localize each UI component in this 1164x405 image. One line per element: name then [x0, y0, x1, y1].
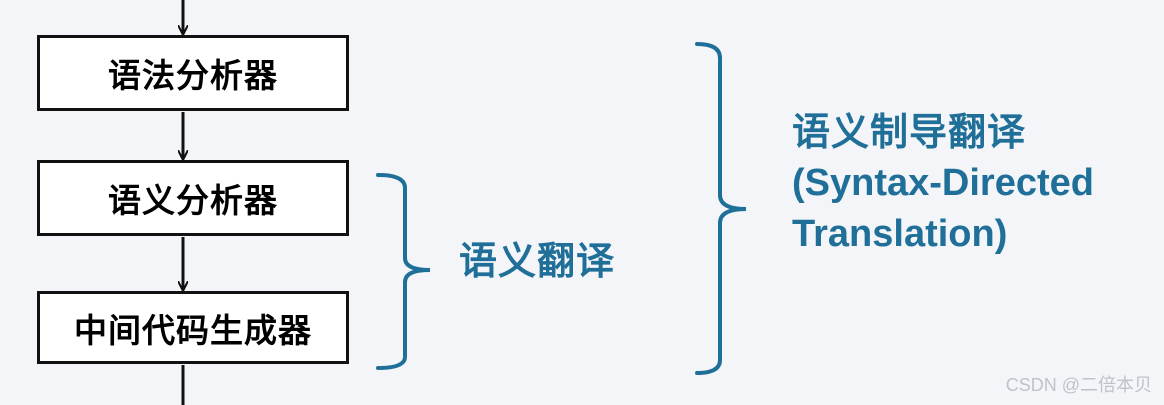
syntax-analyzer-label: 语法分析器 [108, 56, 278, 95]
syntax-directed-translation-label: 语义制导翻译 (Syntax-Directed Translation) [792, 107, 1152, 260]
brace-syntax-directed-translation [695, 42, 747, 375]
intermediate-code-generator-box: 中间代码生成器 [37, 291, 349, 364]
watermark: CSDN @二倍本贝 [1005, 375, 1152, 395]
sdt-title-en-line2: Translation) [792, 213, 1008, 255]
semantic-translation-label: 语义翻译 [459, 239, 616, 283]
intermediate-code-generator-label: 中间代码生成器 [74, 310, 312, 350]
semantic-analyzer-box: 语义分析器 [37, 160, 349, 236]
semantic-analyzer-label: 语义分析器 [108, 181, 278, 220]
sdt-title-cn: 语义制导翻译 [792, 110, 1027, 154]
syntax-analyzer-box: 语法分析器 [37, 35, 349, 111]
brace-semantic-translation [376, 173, 431, 370]
sdt-title-en-line1: (Syntax-Directed [792, 162, 1094, 204]
